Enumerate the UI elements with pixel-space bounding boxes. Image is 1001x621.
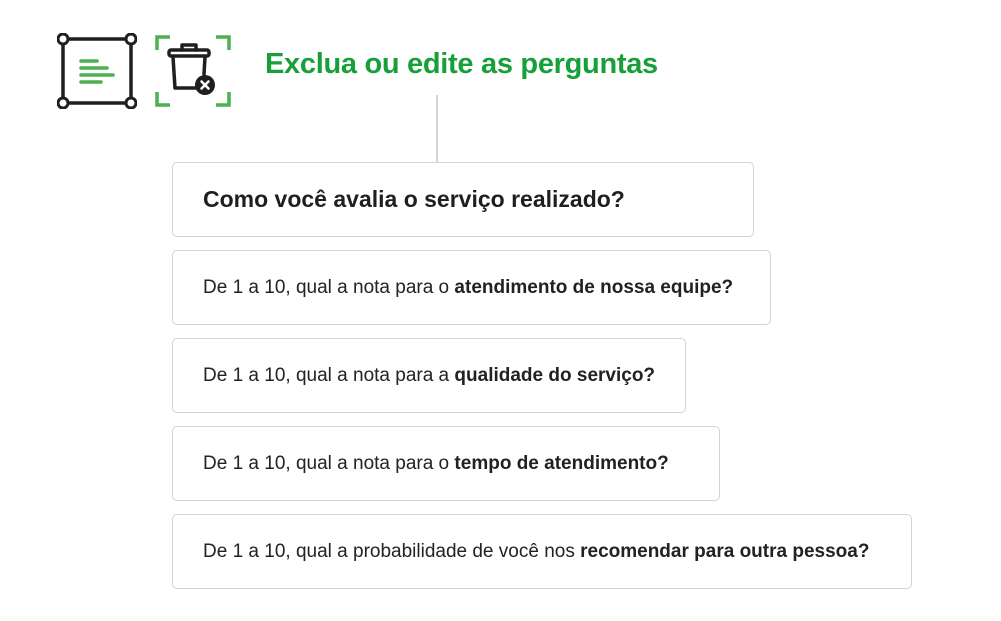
trash-delete-icon[interactable]: [154, 34, 232, 108]
question-card[interactable]: De 1 a 10, qual a nota para o tempo de a…: [172, 426, 720, 501]
question-text: De 1 a 10, qual a nota para o: [203, 276, 455, 298]
question-highlight: qualidade do serviço?: [454, 364, 656, 386]
text-frame-icon[interactable]: [56, 32, 138, 110]
question-card-main[interactable]: Como você avalia o serviço realizado?: [172, 162, 754, 237]
question-highlight: recomendar para outra pessoa?: [580, 540, 870, 562]
question-text: De 1 a 10, qual a nota para o: [203, 452, 455, 474]
question-highlight: atendimento de nossa equipe?: [454, 276, 734, 298]
question-card[interactable]: De 1 a 10, qual a nota para a qualidade …: [172, 338, 686, 413]
question-card[interactable]: De 1 a 10, qual a probabilidade de você …: [172, 514, 912, 589]
question-text: Como você avalia o serviço realizado?: [203, 186, 625, 212]
page-title: Exclua ou edite as perguntas: [265, 48, 658, 80]
question-highlight: tempo de atendimento?: [454, 452, 669, 474]
question-text: De 1 a 10, qual a probabilidade de você …: [203, 540, 581, 562]
connector-line: [436, 95, 438, 163]
question-text: De 1 a 10, qual a nota para a: [203, 364, 455, 386]
question-card[interactable]: De 1 a 10, qual a nota para o atendiment…: [172, 250, 771, 325]
